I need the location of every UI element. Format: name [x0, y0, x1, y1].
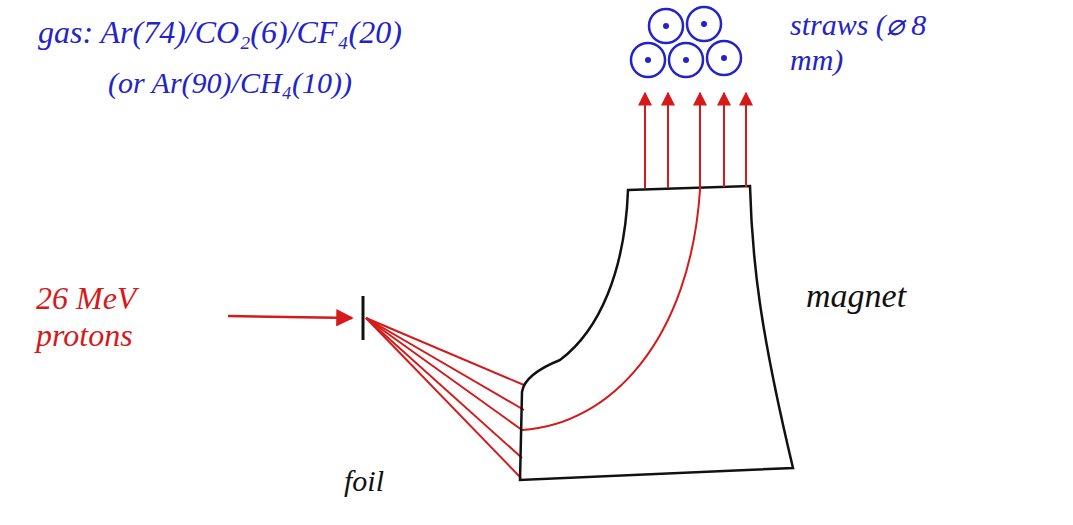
straw-wires	[645, 21, 727, 63]
foil-label: foil	[344, 464, 464, 499]
straw-tubes	[631, 7, 741, 77]
beam-label: 26 MeV protons	[36, 280, 176, 354]
exit-arrows	[645, 93, 746, 190]
proton-beam	[228, 316, 352, 318]
magnet-outline	[520, 186, 793, 480]
gas-mixture: gas: Ar(74)/CO₂(6)/CF₄(20)	[38, 14, 558, 51]
foil-symbol	[362, 296, 365, 340]
gas-alternative: (or Ar(90)/CH₄(10))	[108, 66, 528, 101]
scattered-protons	[366, 190, 700, 478]
straw-label: straws (⌀ 8 mm)	[790, 8, 930, 77]
magnet-label: magnet	[806, 276, 1006, 315]
